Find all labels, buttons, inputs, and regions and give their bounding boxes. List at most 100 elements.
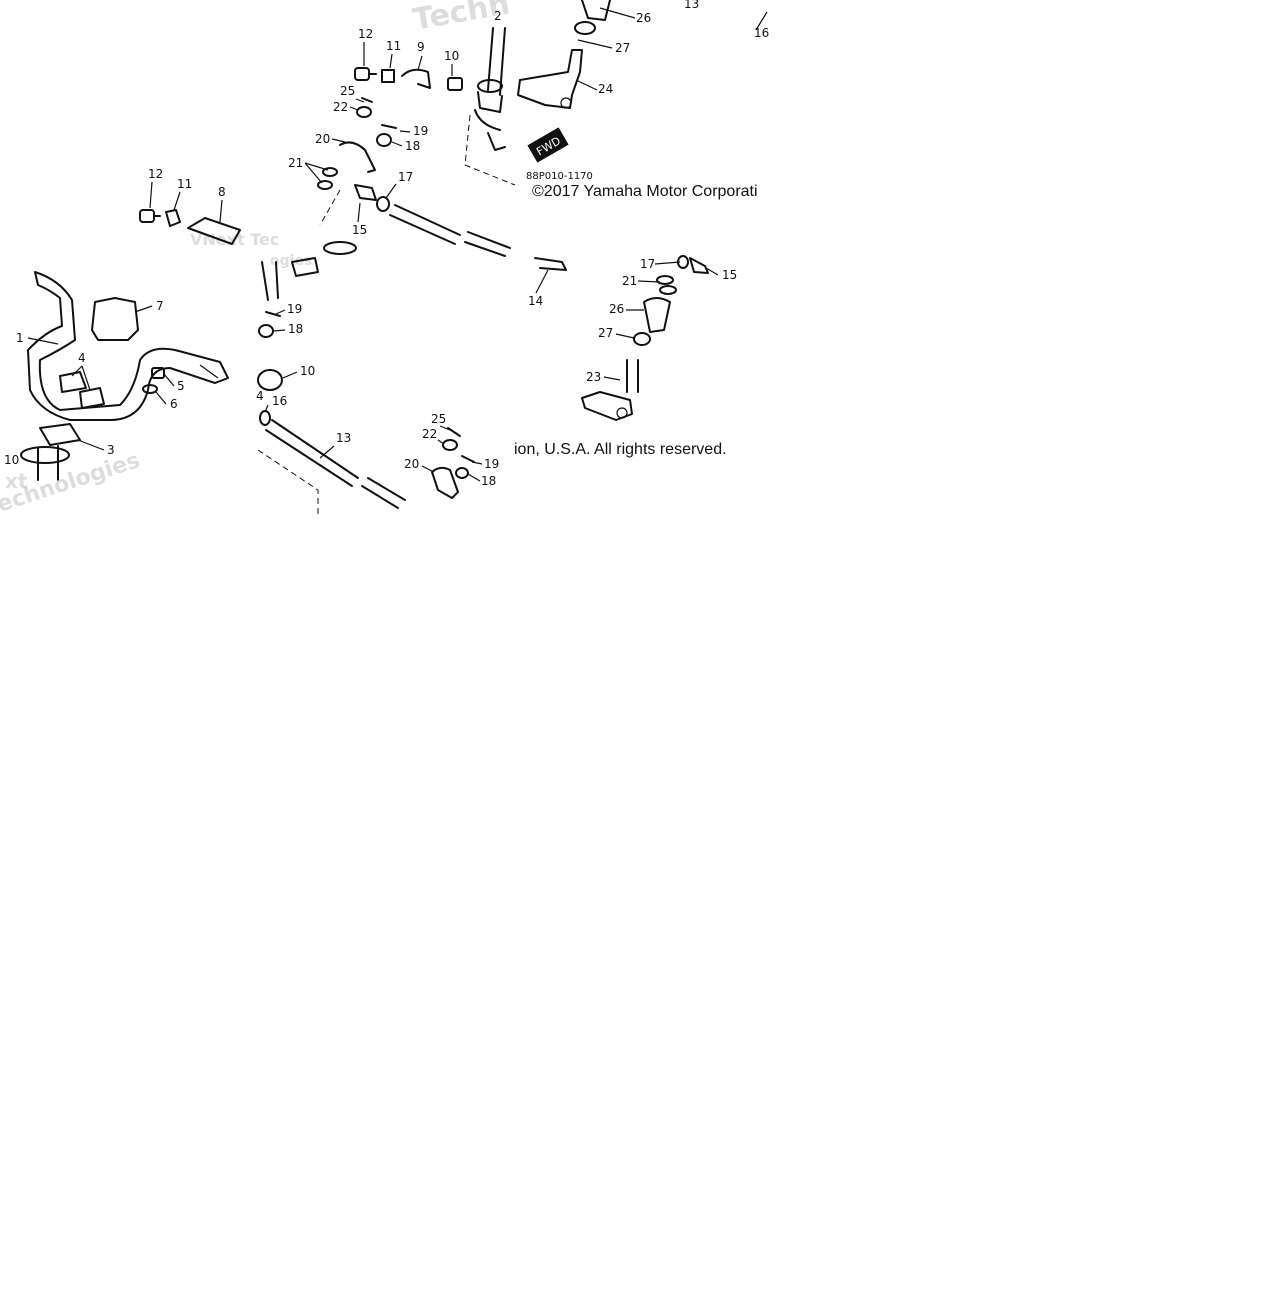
leaders-top-a [575,7,768,91]
callout-13-mid: 13 [336,431,351,445]
callout-22-mid: 22 [422,427,437,441]
callout-18-mid: 18 [288,322,303,336]
nut-22-mid [442,439,458,451]
stem-23-right [626,359,639,393]
callout-27-right: 27 [598,326,613,340]
watermark-mid-2: ogies [270,253,312,269]
callout-2: 2 [494,9,502,23]
callout-12-top: 12 [358,27,373,41]
washer-21b [317,180,333,190]
watermark-left-2: xt [5,469,28,493]
pin-19-top [381,124,397,129]
diagram-code: 88P010-1170 [526,171,593,182]
nut-18-mid-b [455,467,469,479]
holder-3 [39,423,81,446]
callout-4-mid: 4 [256,389,264,403]
callout-18-top: 18 [405,139,420,153]
callout-17-top: 17 [398,170,413,184]
callout-18-mid-b: 18 [481,474,496,488]
clamp-9 [401,68,431,89]
callout-10-mid: 10 [300,364,315,378]
leaders-top-b [363,42,453,76]
callout-19-mid-b: 19 [484,457,499,471]
bolt-12-top [354,67,370,81]
callout-13-top: 13 [684,0,699,11]
ring-27-right [633,332,651,346]
copyright-top: ©2017 Yamaha Motor Corporati [532,183,758,200]
ring-mid [323,241,357,255]
leaders-left-a [149,181,223,223]
copyright-bottom: ion, U.S.A. All rights reserved. [514,441,727,458]
left-panel: VNext Tec ogies echnologies xt 12 11 8 7… [0,167,312,518]
tie-rod-top-a [389,204,461,245]
leaders-left-b [27,305,153,391]
rod-end-15-right [689,257,709,274]
leaders-mid-b [421,425,483,482]
column-left [37,445,59,481]
knuckle-23-right [581,391,633,421]
callout-7: 7 [156,299,164,313]
leaders-top-d [304,138,549,294]
knuckle-right-hole [616,407,628,419]
leaders-top-c [349,98,411,147]
tie-rod-16-mid [361,477,406,509]
nut-22 [356,106,372,118]
callout-12-left: 12 [148,167,163,181]
nut-18-mid [258,324,274,338]
callout-19-mid: 19 [287,302,302,316]
pin-19-mid-b [461,455,475,463]
callout-10-top: 10 [444,49,459,63]
plate-8 [187,217,241,245]
pin-19-mid [265,311,281,317]
dash-lead-2 [319,189,341,226]
knuckle-top [517,49,583,109]
callout-22-top: 22 [333,100,348,114]
leaders-left-c [77,373,175,451]
block-mid [291,257,319,277]
column-collar [477,79,503,93]
arm-20-top [339,141,376,173]
handlebar [27,271,229,421]
callout-15-top: 15 [352,223,367,237]
callout-15-right: 15 [722,268,737,282]
washer-4-mid [259,410,271,426]
knuckle-hole [560,97,572,109]
pin-25 [361,97,373,103]
middle-panel: 19 18 10 4 16 13 25 22 20 19 18 [256,241,499,515]
column-flange [20,446,70,464]
callout-1: 1 [16,331,24,345]
bushing-10-mid [257,369,283,391]
callout-3: 3 [107,443,115,457]
fwd-tag: FWD [527,127,569,163]
callout-25-mid: 25 [431,412,446,426]
callout-26-top: 26 [636,11,651,25]
callout-21-right: 21 [622,274,637,288]
callout-16-mid: 16 [272,394,287,408]
callout-6: 6 [170,397,178,411]
bolt-12-left [139,209,155,223]
callout-9: 9 [417,40,425,54]
washer-6 [142,384,158,394]
grip-knurl [199,364,219,379]
callout-14-top: 14 [528,294,543,308]
callout-5: 5 [177,379,185,393]
nut-18-top [376,133,392,147]
bolt-5 [151,367,165,379]
callout-8: 8 [218,185,226,199]
ring-top [574,21,596,35]
callout-25-top: 25 [340,84,355,98]
tie-rod-13-mid [265,419,359,487]
tie-rod-top-b [464,231,511,257]
callout-10-left: 10 [4,453,19,467]
rod-end-15-top [354,184,377,201]
callout-17-right: 17 [640,257,655,271]
right-panel: 17 15 21 26 27 23 ion, U.S.A. All rights… [514,255,737,458]
washer-21-right-a [656,275,674,285]
callout-23: 23 [586,370,601,384]
dash-lead-1 [464,114,516,186]
nut-17-top [376,196,390,212]
nut-11-left [165,209,181,227]
callout-19-top: 19 [413,124,428,138]
